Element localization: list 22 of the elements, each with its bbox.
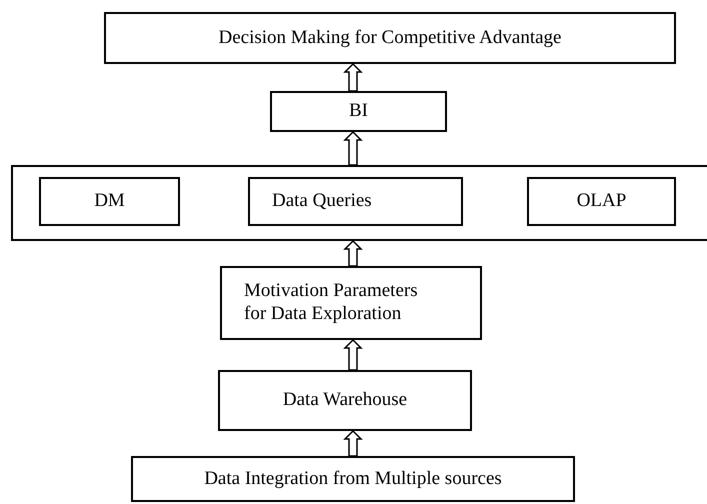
- block-arrow: [343, 430, 363, 457]
- node-label: BI: [349, 100, 368, 123]
- group-box: [11, 165, 707, 241]
- node-label: Data Queries: [272, 190, 372, 213]
- component-box: [527, 177, 676, 226]
- block-arrow: [343, 130, 363, 166]
- node-label: OLAP: [576, 190, 626, 213]
- node-label: Motivation Parameters for Data Exploration: [244, 280, 419, 326]
- process-box: [104, 12, 676, 64]
- block-arrow: [343, 240, 363, 267]
- process-box: [270, 91, 447, 132]
- process-box: [218, 370, 472, 431]
- block-arrow: [343, 338, 363, 371]
- process-box: [220, 266, 482, 340]
- node-label: Data Integration from Multiple sources: [204, 468, 502, 490]
- node-label: DM: [94, 190, 125, 213]
- node-label: Data Warehouse: [282, 389, 408, 412]
- block-arrow: [343, 62, 363, 92]
- component-box: [39, 177, 180, 226]
- process-box: [131, 456, 575, 502]
- node-label: Decision Making for Competitive Advantage: [218, 26, 562, 50]
- component-box: [248, 177, 463, 226]
